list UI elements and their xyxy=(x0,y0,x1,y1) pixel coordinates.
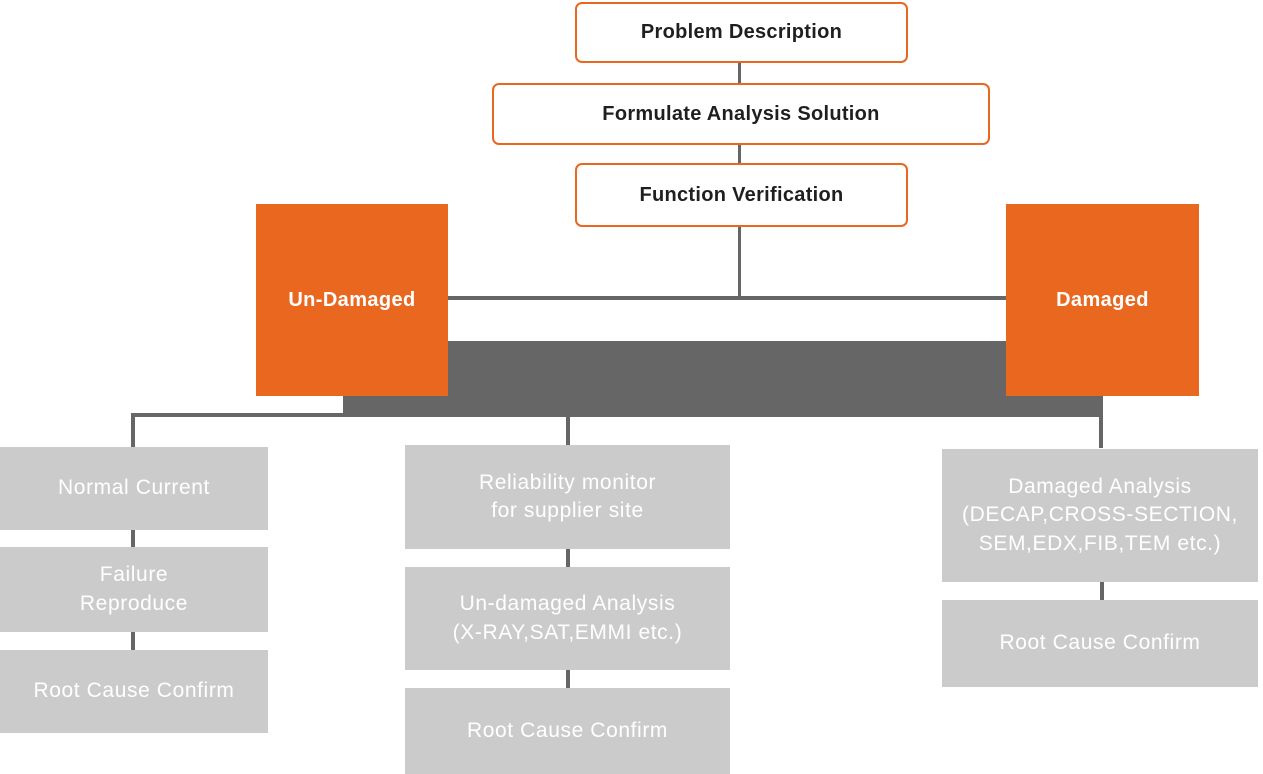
step-box-label: Normal Current xyxy=(58,476,210,500)
step-box-label: Damaged Analysis (DECAP,CROSS-SECTION, S… xyxy=(962,474,1238,555)
step-box-root-cause-confirm-left: Root Cause Confirm xyxy=(0,650,268,733)
branch-box-label: Un-Damaged xyxy=(288,288,416,311)
feed-line-middle-vertical xyxy=(566,415,570,445)
collector-bar xyxy=(343,341,1103,417)
connector-right-1 xyxy=(1100,582,1104,600)
step-box-label: Root Cause Confirm xyxy=(33,679,235,703)
connector-function-to-branch xyxy=(738,227,741,299)
step-box-reliability-monitor: Reliability monitor for supplier site xyxy=(405,445,730,549)
step-box-label: Un-damaged Analysis (X-RAY,SAT,EMMI etc.… xyxy=(452,592,683,644)
connector-left-2 xyxy=(131,632,135,650)
branch-box-label: Damaged xyxy=(1056,288,1149,311)
connector-left-1 xyxy=(131,530,135,547)
step-box-label: Root Cause Confirm xyxy=(466,718,669,742)
connector-middle-1 xyxy=(566,549,570,567)
step-box-damaged-analysis: Damaged Analysis (DECAP,CROSS-SECTION, S… xyxy=(942,449,1258,582)
step-box-label: Root Cause Confirm xyxy=(999,631,1201,655)
flow-box-formulate-analysis-solution: Formulate Analysis Solution xyxy=(492,83,990,145)
step-box-label: Failure Reproduce xyxy=(79,563,189,615)
connector-problem-to-formulate xyxy=(738,63,741,83)
step-box-normal-current: Normal Current xyxy=(0,447,268,530)
flow-box-label: Function Verification xyxy=(639,183,844,206)
branch-horizontal-line xyxy=(448,296,1006,300)
flow-box-label: Formulate Analysis Solution xyxy=(602,102,880,125)
feed-line-right-vertical xyxy=(1099,415,1103,448)
branch-box-un-damaged: Un-Damaged xyxy=(256,204,448,396)
connector-middle-2 xyxy=(566,670,570,688)
step-box-root-cause-confirm-right: Root Cause Confirm xyxy=(942,600,1258,687)
step-box-label: Reliability monitor for supplier site xyxy=(478,470,657,522)
flow-box-label: Problem Description xyxy=(640,21,843,43)
flow-box-problem-description: Problem Description xyxy=(575,2,908,63)
feed-line-left-horizontal xyxy=(131,413,343,417)
branch-box-damaged: Damaged xyxy=(1006,204,1199,396)
connector-formulate-to-function xyxy=(738,145,741,163)
step-box-failure-reproduce: Failure Reproduce xyxy=(0,547,268,632)
step-box-un-damaged-analysis: Un-damaged Analysis (X-RAY,SAT,EMMI etc.… xyxy=(405,567,730,670)
flow-box-function-verification: Function Verification xyxy=(575,163,908,227)
feed-line-left-vertical xyxy=(131,413,135,447)
step-box-root-cause-confirm-middle: Root Cause Confirm xyxy=(405,688,730,774)
